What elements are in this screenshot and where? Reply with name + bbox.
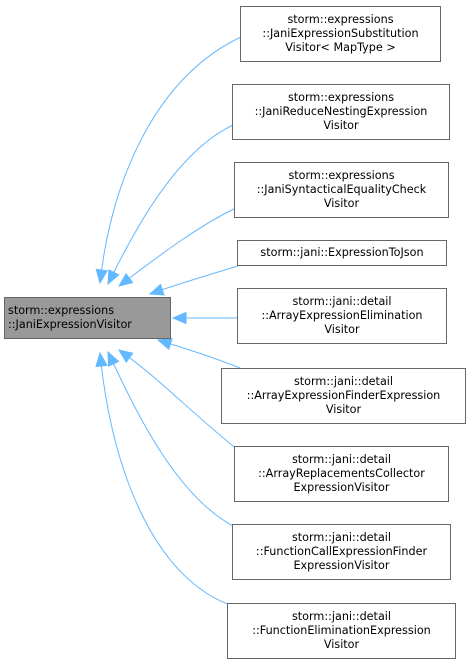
inheritance-arrowhead-n0 [95,268,108,285]
node-function-call-expression-finder-expression-visitor[interactable]: storm::jani::detail ::FunctionCallExpres… [232,524,451,580]
inheritance-arrowhead-n3 [148,283,165,296]
node-jani-syntactical-equality-check-visitor[interactable]: storm::expressions ::JaniSyntacticalEqua… [234,162,449,218]
inheritance-arrowhead-n8 [95,351,108,368]
node-line: storm::expressions [8,304,115,317]
inheritance-arrowhead-n5 [156,338,173,350]
node-line: storm::jani::ExpressionToJson [260,246,424,259]
inheritance-arrowhead-n4 [171,311,187,325]
inheritance-arrowhead-n1 [107,269,120,286]
node-line: storm::expressions [287,13,394,26]
node-line: Visitor [324,323,360,336]
node-line: storm::jani::detail [291,610,392,623]
inheritance-edge-n8 [100,365,237,608]
node-line: ::JaniExpressionVisitor [8,318,132,331]
node-array-replacements-collector-expression-visitor[interactable]: storm::jani::detail ::ArrayReplacementsC… [234,446,449,502]
inheritance-edge-n1 [113,124,234,273]
node-line: storm::jani::detail [291,453,392,466]
node-line: Visitor< MapType > [285,41,396,54]
node-line: ::ArrayExpressionElimination [261,309,423,322]
node-jani-reduce-nesting-expression-visitor[interactable]: storm::expressions ::JaniReduceNestingEx… [232,84,450,140]
node-array-expression-elimination-visitor[interactable]: storm::jani::detail ::ArrayExpressionEli… [237,288,447,344]
inheritance-edge-n3 [162,264,241,291]
inheritance-arrowhead-n6 [117,349,134,364]
inheritance-edge-n6 [129,357,239,451]
node-jani-expression-substitution-visitor[interactable]: storm::expressions ::JaniExpressionSubst… [240,6,441,62]
node-line: ::FunctionEliminationExpression [252,624,431,637]
node-line: storm::expressions [287,91,395,104]
node-jani-expression-visitor[interactable]: storm::expressions ::JaniExpressionVisit… [4,297,171,339]
node-line: Visitor [323,638,360,651]
node-line: ::JaniExpressionSubstitution [262,27,419,40]
node-line: Visitor [323,119,359,132]
node-line: Visitor [325,403,362,416]
node-line: ::JaniReduceNestingExpression [254,105,428,118]
inheritance-edge-n7 [113,363,238,529]
node-line: ExpressionVisitor [293,481,390,494]
node-line: ::JaniSyntacticalEqualityCheck [256,183,427,196]
inheritance-arrowhead-n2 [117,272,134,287]
node-line: Visitor [323,197,360,210]
node-line: ExpressionVisitor [293,559,390,572]
node-array-expression-finder-expression-visitor[interactable]: storm::jani::detail ::ArrayExpressionFin… [221,368,466,424]
inheritance-edge-n5 [170,343,241,369]
node-line: ::ArrayReplacementsCollector [258,467,425,480]
inheritance-edge-n2 [129,207,237,279]
node-line: storm::jani::detail [291,531,392,544]
node-expression-to-json[interactable]: storm::jani::ExpressionToJson [237,240,447,266]
node-line: storm::expressions [288,169,395,182]
node-function-elimination-expression-visitor[interactable]: storm::jani::detail ::FunctionEliminatio… [227,603,456,659]
node-line: ::FunctionCallExpressionFinder [255,545,428,558]
node-line: ::ArrayExpressionFinderExpression [246,389,441,402]
inheritance-edge-n0 [101,36,242,271]
node-line: storm::jani::detail [293,375,394,388]
node-line: storm::jani::detail [292,295,392,308]
inheritance-arrowhead-n7 [107,350,120,367]
